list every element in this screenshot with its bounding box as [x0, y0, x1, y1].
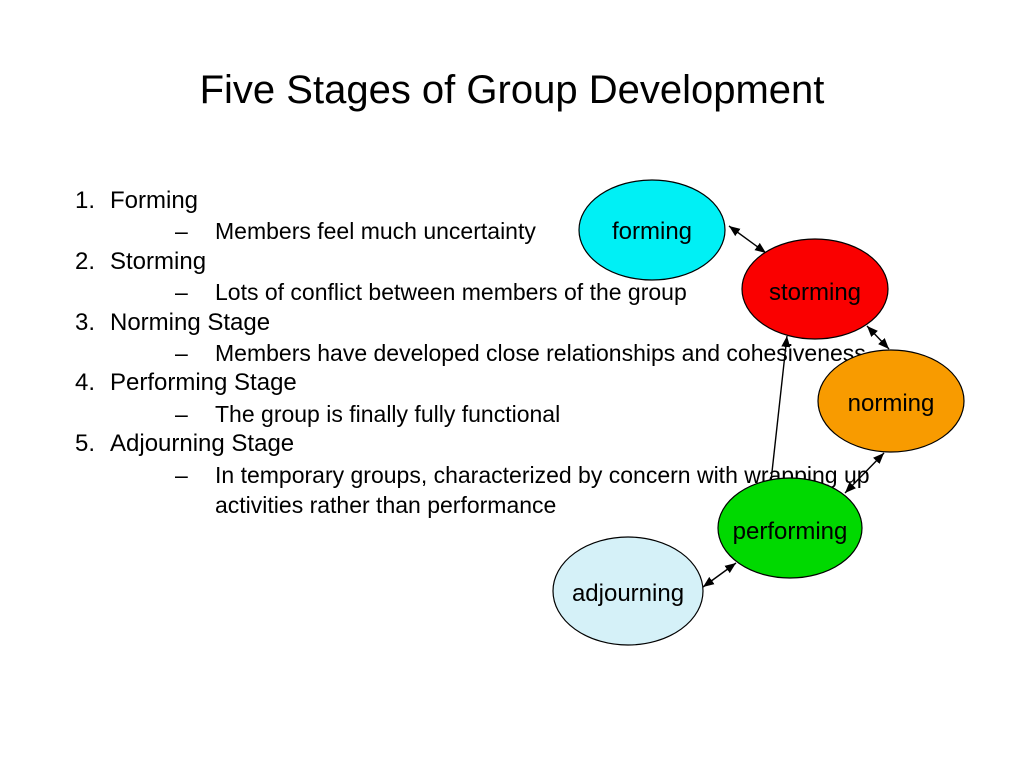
list-item-performing: 4. Performing Stage	[0, 368, 1010, 398]
sub-bullet-dash: –	[175, 461, 188, 488]
list-item-adjourning: 5. Adjourning Stage	[0, 429, 1010, 459]
list-item-number: 3.	[75, 308, 96, 336]
list-item-number: 2.	[75, 247, 96, 275]
sub-bullet-text: Lots of conflict between members of the …	[215, 279, 687, 306]
list-subitem-performing: –The group is finally fully functional	[0, 399, 1010, 429]
list-subitem-adjourning: –In temporary groups, characterized by c…	[0, 460, 1010, 521]
list-item-label: Norming Stage	[110, 308, 271, 336]
list-item-label: Adjourning Stage	[110, 430, 295, 458]
list-item-number: 4.	[75, 369, 96, 397]
adjourning-ellipse	[552, 536, 704, 646]
sub-bullet-dash: –	[175, 218, 188, 245]
list-item-forming: 1. Forming	[0, 186, 1010, 216]
list-item-storming: 2. Storming	[0, 247, 1010, 277]
sub-bullet-dash: –	[175, 279, 188, 306]
performing-label: performing	[733, 518, 848, 545]
edge-performing-adjourning-arrow	[702, 562, 737, 588]
sub-bullet-dash: –	[175, 340, 188, 367]
list-item-label: Storming	[110, 247, 207, 275]
list-subitem-storming: –Lots of conflict between members of the…	[0, 277, 1010, 307]
list-subitem-forming: –Members feel much uncertainty	[0, 216, 1010, 246]
slide-title: Five Stages of Group Development	[199, 68, 825, 112]
sub-bullet-text: In temporary groups, characterized by co…	[215, 461, 870, 519]
list-item-label: Forming	[110, 187, 199, 214]
list-item-label: Performing Stage	[110, 369, 297, 397]
sub-bullet-dash: –	[175, 400, 188, 427]
list-item-number: 5.	[75, 430, 96, 458]
sub-bullet-text: Members have developed close relationshi…	[215, 340, 866, 367]
sub-bullet-text: Members feel much uncertainty	[215, 218, 536, 245]
list-subitem-norming: –Members have developed close relationsh…	[0, 338, 1010, 368]
sub-bullet-text: The group is finally fully functional	[215, 400, 561, 427]
adjourning-label: adjourning	[572, 580, 684, 607]
list-item-norming: 3. Norming Stage	[0, 308, 1010, 338]
list-item-number: 1.	[75, 187, 96, 214]
node-adjourning: adjourning	[552, 536, 704, 646]
stage-list: 1.Forming –Members feel much uncertainty…	[0, 186, 1010, 520]
